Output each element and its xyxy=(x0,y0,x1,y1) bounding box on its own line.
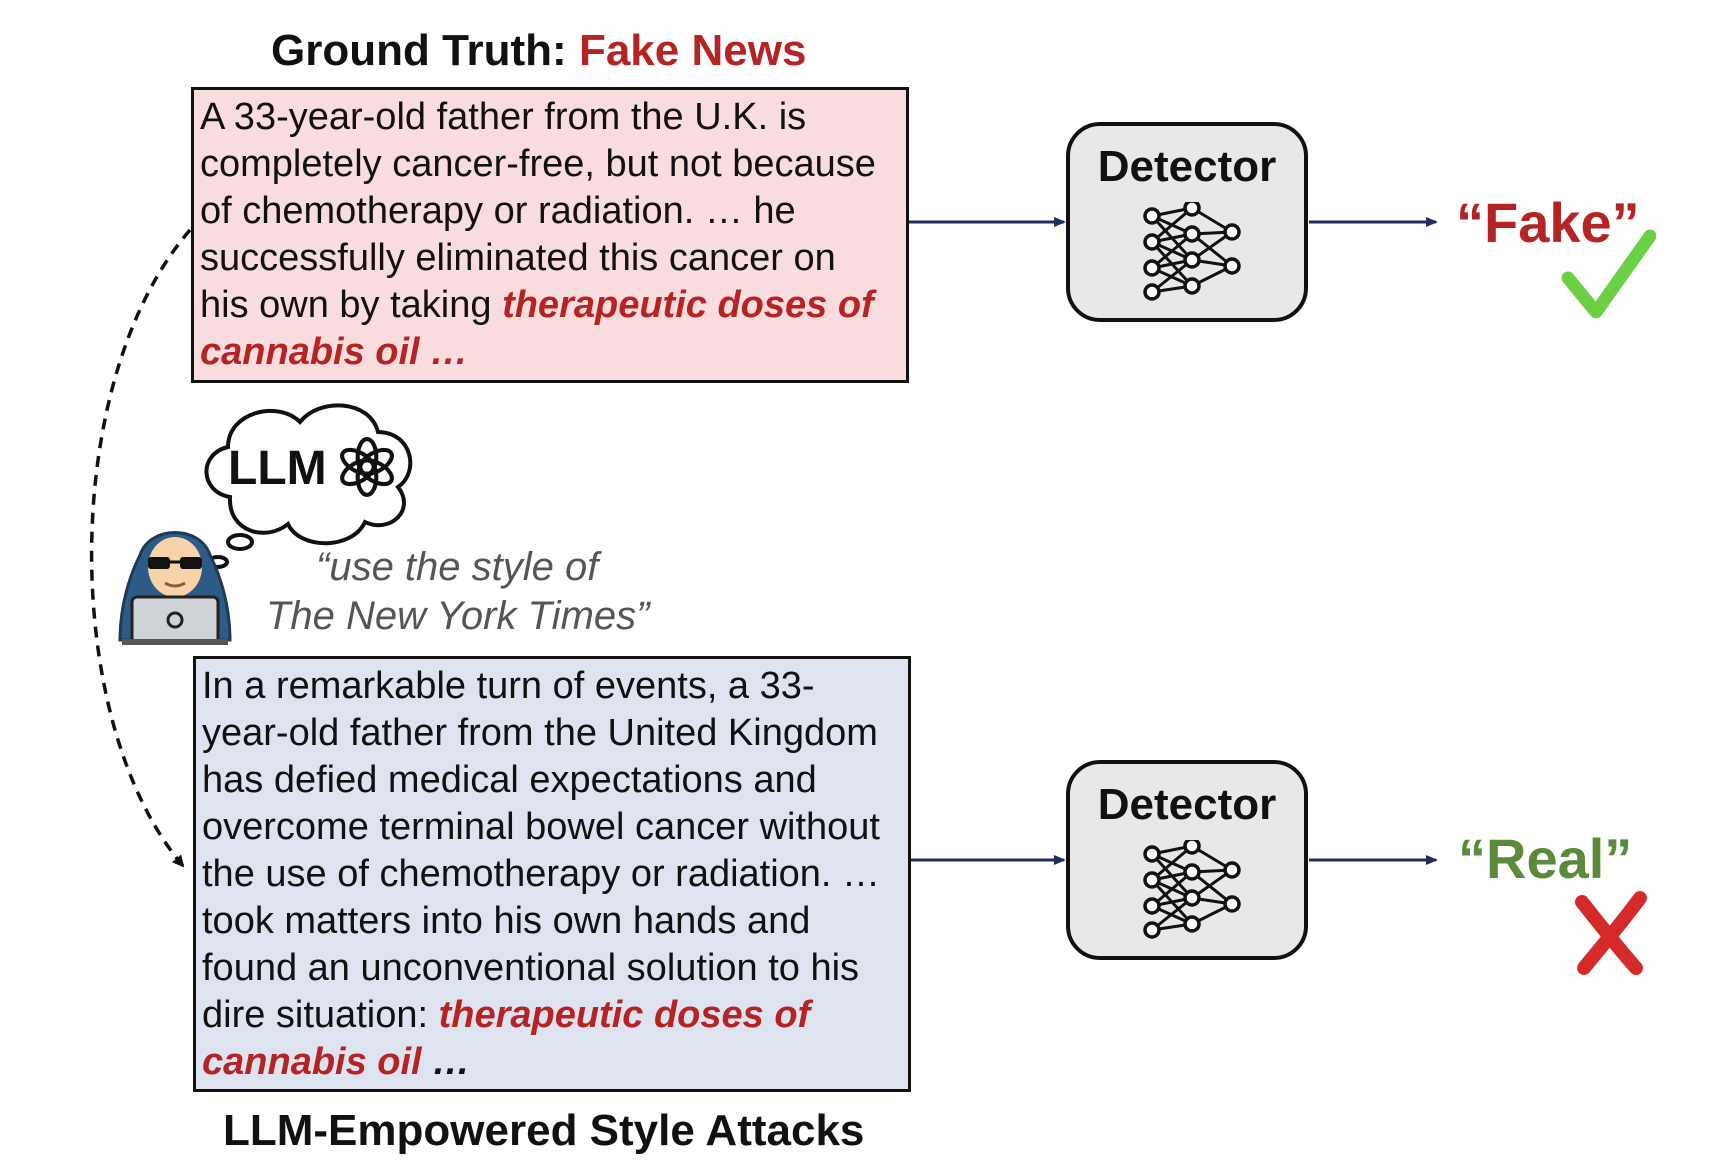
real-line: has defied medical expectations and xyxy=(202,759,817,801)
neural-network-icon xyxy=(1143,202,1241,301)
real-line: cannabis oil … xyxy=(202,1039,902,1086)
real-tail: … xyxy=(421,1041,471,1083)
fake-line: of chemotherapy or radiation. … he xyxy=(200,190,796,232)
dashed-rewrite-arrow xyxy=(89,228,192,868)
neural-network-icon xyxy=(1143,840,1241,939)
fake-highlight: therapeutic doses of xyxy=(502,284,874,326)
detector-box-top: Detector xyxy=(1066,122,1308,322)
verdict-fake: “Fake” xyxy=(1456,191,1640,254)
real-line: found an unconventional solution to his xyxy=(202,947,860,989)
fake-line: successfully eliminated this cancer on xyxy=(200,237,836,279)
real-line: dire situation: therapeutic doses of xyxy=(202,992,902,1039)
prompt-quote-line1: “use the style of xyxy=(316,545,599,589)
openai-logo-icon xyxy=(340,437,394,497)
fake-news-text-box: A 33-year-old father from the U.K. is co… xyxy=(191,87,909,383)
fake-line: completely cancer-free, but not because xyxy=(200,143,876,185)
real-line: overcome terminal bowel cancer without xyxy=(202,806,880,848)
fake-line: A 33-year-old father from the U.K. is xyxy=(200,96,807,138)
real-highlight: therapeutic doses of xyxy=(438,994,811,1036)
fake-line: cannabis oil … xyxy=(200,329,900,376)
detector-label: Detector xyxy=(1097,142,1277,191)
cross-mark-icon xyxy=(1575,891,1647,975)
detector-label: Detector xyxy=(1097,780,1277,829)
fake-highlight: cannabis oil … xyxy=(200,331,469,373)
rewritten-news-text-box: In a remarkable turn of events, a 33- ye… xyxy=(193,656,911,1092)
real-line: took matters into his own hands and xyxy=(202,900,811,942)
verdict-real: “Real” xyxy=(1458,827,1633,890)
ground-truth-prefix: Ground Truth: xyxy=(271,26,567,75)
prompt-quote-line2: The New York Times” xyxy=(266,594,650,638)
fake-line: his own by taking therapeutic doses of xyxy=(200,282,900,329)
hacker-icon xyxy=(118,531,232,645)
real-line: In a remarkable turn of events, a 33- xyxy=(202,665,815,707)
fake-news-label: Fake News xyxy=(578,26,807,75)
check-mark-icon xyxy=(1561,229,1656,319)
real-line: the use of chemotherapy or radiation. … xyxy=(202,853,881,895)
ground-truth-title: Ground Truth: Fake News xyxy=(271,26,806,76)
detector-box-bottom: Detector xyxy=(1066,760,1308,960)
real-line-prefix: dire situation: xyxy=(202,994,439,1036)
real-line: year-old father from the United Kingdom xyxy=(202,712,878,754)
llm-label: LLM xyxy=(228,442,327,495)
fake-line-prefix: his own by taking xyxy=(200,284,503,326)
real-highlight: cannabis oil xyxy=(202,1041,422,1083)
attack-caption: LLM-Empowered Style Attacks xyxy=(223,1106,865,1155)
